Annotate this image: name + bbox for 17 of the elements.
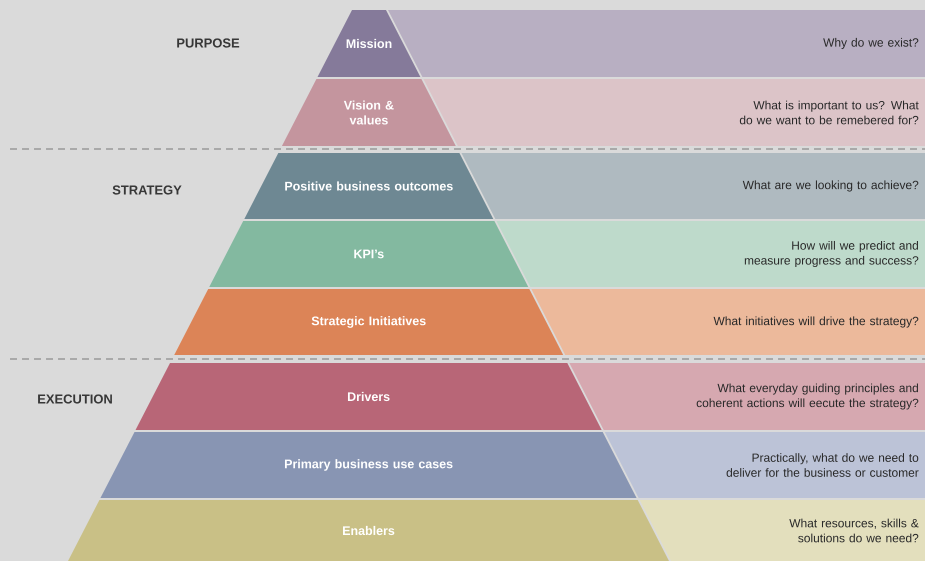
question-band: What initiatives will drive the strategy? — [531, 289, 925, 355]
pyramid-layer: KPI’s — [209, 221, 528, 287]
question-band: What everyday guiding principles and coherent actions will eecute the strategy? — [569, 363, 925, 430]
pyramid-layer: Drivers — [136, 363, 602, 430]
pyramid-layer: Positive business outcomes — [244, 153, 494, 219]
section-heading: PURPOSE — [177, 38, 240, 48]
question-band: What are we looking to achieve? — [461, 153, 925, 219]
question-band: What resources, skills & solutions do we need? — [640, 500, 925, 561]
question-band: What is important to us? What do we want to be remebered for? — [423, 79, 925, 146]
pyramid-layer: Mission — [318, 10, 420, 77]
section-heading: EXECUTION — [38, 394, 112, 404]
pyramid-layer: Vision & values — [282, 79, 456, 146]
question-band: Practically, what do we need to deliver for the business or customer — [604, 432, 925, 498]
question-band: How will we predict and measure progress and success? — [496, 221, 925, 287]
section-heading: STRATEGY — [112, 185, 182, 195]
pyramid-layer: Primary business use cases — [100, 432, 637, 498]
pyramid-layer: Enablers — [68, 500, 669, 561]
